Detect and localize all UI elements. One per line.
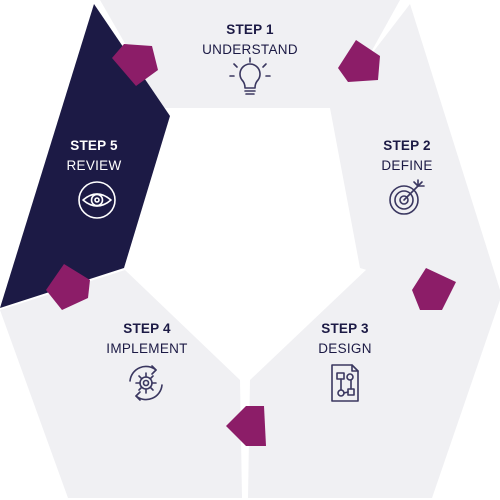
lightbulb-icon <box>229 57 271 95</box>
step-5-title: STEP 5 <box>70 138 118 153</box>
step-1-title: STEP 1 <box>226 22 274 37</box>
segment-step-4[interactable] <box>0 270 242 498</box>
eye-icon <box>78 181 116 219</box>
design-document-icon <box>331 364 359 402</box>
gear-cycle-icon <box>129 365 163 401</box>
connector-step-4-to-5 <box>46 264 90 310</box>
step-4-title: STEP 4 <box>123 321 171 336</box>
connector-step-5-to-1 <box>112 44 158 86</box>
step-3-title: STEP 3 <box>321 321 369 336</box>
step-4-label: IMPLEMENT <box>106 341 187 356</box>
step-2-title: STEP 2 <box>383 138 430 153</box>
segment-step-5[interactable] <box>0 4 170 308</box>
step-3-label: DESIGN <box>318 341 372 356</box>
connector-step-2-to-3 <box>412 268 456 310</box>
step-1-label: UNDERSTAND <box>202 42 298 57</box>
segment-step-1[interactable] <box>100 0 400 108</box>
segment-step-3[interactable] <box>248 268 500 498</box>
connector-step-3-to-4 <box>226 406 266 446</box>
target-icon <box>389 179 425 215</box>
connector-step-1-to-2 <box>338 40 380 82</box>
step-2-label: DEFINE <box>381 158 432 173</box>
step-5-label: REVIEW <box>66 158 121 173</box>
